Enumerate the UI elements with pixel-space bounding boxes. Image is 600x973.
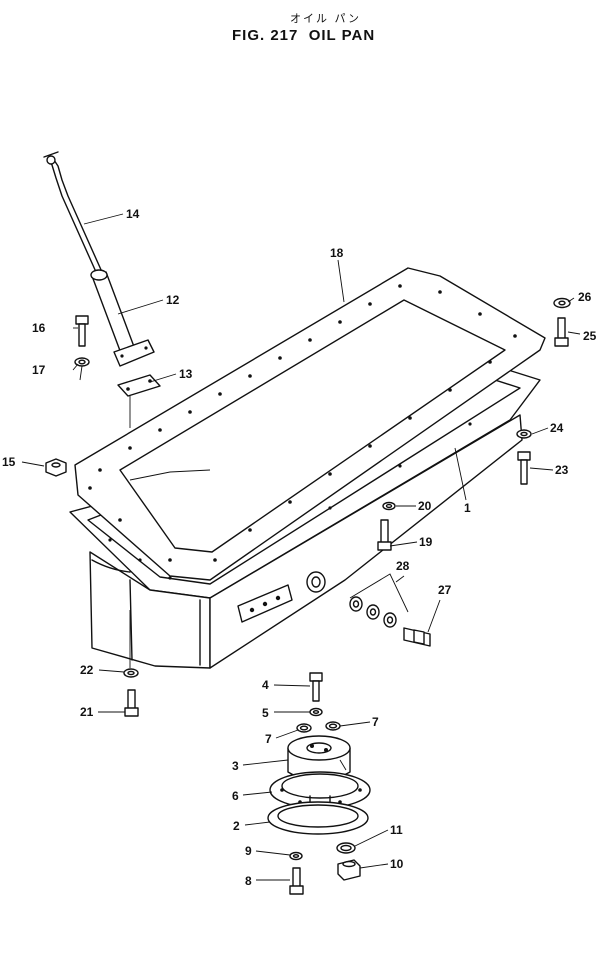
plug-10 bbox=[337, 859, 361, 881]
part-label-5: 5 bbox=[262, 706, 269, 720]
bolt-25 bbox=[554, 317, 569, 347]
part-label-8: 8 bbox=[245, 874, 252, 888]
oil-pan-gasket bbox=[74, 267, 546, 581]
drain-plug-27 bbox=[403, 599, 441, 647]
figure-title-japanese: オイル パン bbox=[290, 12, 362, 25]
o-rings-7 bbox=[296, 721, 341, 733]
washers-28 bbox=[349, 573, 409, 628]
part-label-9: 9 bbox=[245, 844, 252, 858]
figure-name: OIL PAN bbox=[308, 27, 376, 44]
part-label-14: 14 bbox=[126, 207, 140, 221]
bolt-4 bbox=[309, 672, 323, 702]
part-label-28: 28 bbox=[396, 559, 410, 573]
washer-20 bbox=[382, 501, 396, 511]
part-label-23: 23 bbox=[555, 463, 569, 477]
part-label-24: 24 bbox=[550, 421, 564, 435]
part-label-13: 13 bbox=[179, 367, 193, 381]
part-label-4: 4 bbox=[262, 678, 269, 692]
bolt-23 bbox=[517, 451, 531, 485]
part-label-10: 10 bbox=[390, 857, 404, 871]
part-labels: 1 2 3 4 5 6 7 7 8 9 10 11 12 13 14 15 16… bbox=[2, 207, 597, 888]
part-label-11: 11 bbox=[390, 823, 403, 837]
part-label-19: 19 bbox=[419, 535, 433, 549]
part-label-17: 17 bbox=[32, 363, 46, 377]
part-label-25: 25 bbox=[583, 329, 597, 343]
nut-15 bbox=[45, 458, 67, 477]
part-label-20: 20 bbox=[418, 499, 432, 513]
part-label-27: 27 bbox=[438, 583, 452, 597]
bolt-16 bbox=[75, 315, 89, 347]
o-ring-11 bbox=[336, 842, 356, 854]
figure-number: FIG. 217 bbox=[232, 27, 299, 44]
part-label-16: 16 bbox=[32, 321, 46, 335]
washer-9 bbox=[289, 851, 303, 861]
part-label-12: 12 bbox=[166, 293, 180, 307]
gasket-2 bbox=[267, 801, 369, 835]
figure-title: FIG. 217 OIL PAN bbox=[232, 27, 375, 44]
washer-5 bbox=[309, 707, 323, 717]
part-label-2: 2 bbox=[233, 819, 240, 833]
washer-24 bbox=[516, 429, 532, 439]
washer-22 bbox=[123, 610, 139, 678]
part-label-18: 18 bbox=[330, 246, 344, 260]
leader-lines bbox=[21, 213, 581, 881]
part-label-15: 15 bbox=[2, 455, 16, 469]
part-label-22: 22 bbox=[80, 663, 94, 677]
bolt-8 bbox=[289, 867, 304, 895]
part-label-3: 3 bbox=[232, 759, 239, 773]
bolt-21 bbox=[124, 689, 139, 717]
part-label-1: 1 bbox=[464, 501, 471, 515]
washer-26 bbox=[553, 297, 571, 309]
part-label-7a: 7 bbox=[265, 732, 272, 746]
part-label-7b: 7 bbox=[372, 715, 379, 729]
cover-3 bbox=[287, 735, 351, 782]
dipstick-assembly bbox=[43, 151, 161, 428]
part-label-21: 21 bbox=[80, 705, 94, 719]
washer-17 bbox=[74, 357, 90, 381]
part-label-26: 26 bbox=[578, 290, 592, 304]
part-label-6: 6 bbox=[232, 789, 239, 803]
